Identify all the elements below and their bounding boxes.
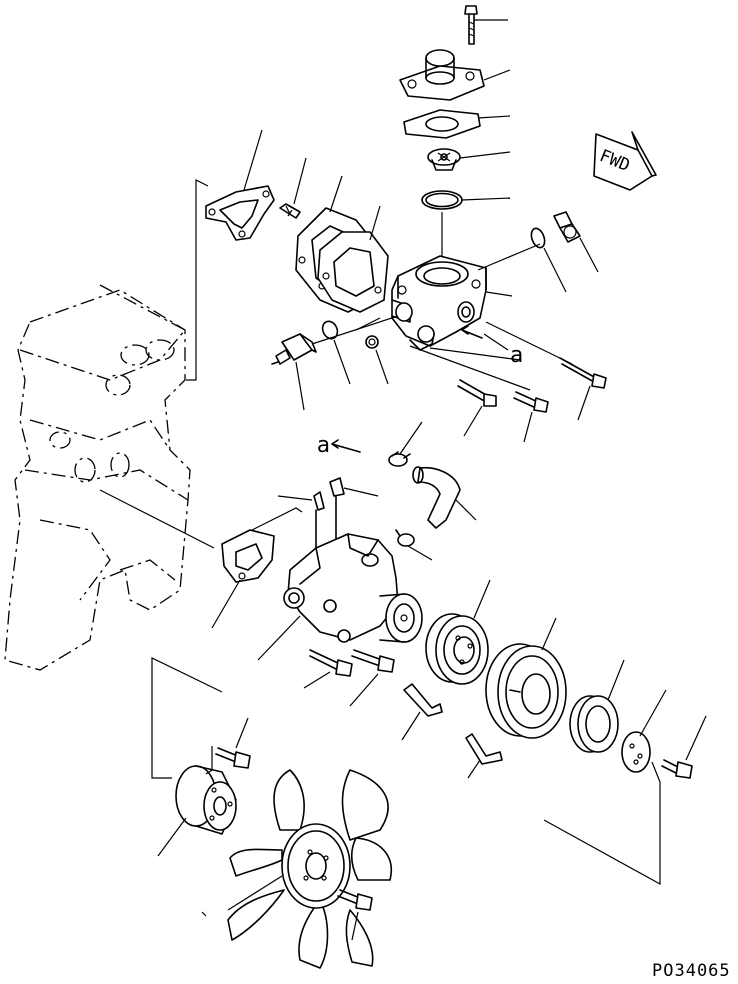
v-belt-front xyxy=(401,683,443,741)
sensor-washer xyxy=(321,320,351,385)
leader-stub xyxy=(201,911,207,917)
water-pump-gasket xyxy=(99,489,303,629)
spacer-bolt xyxy=(205,717,251,775)
pulley-washer-plate xyxy=(543,689,667,886)
thermostat-cover-bolt xyxy=(464,5,508,45)
water-temperature-sensor xyxy=(271,315,399,411)
thermostat xyxy=(427,148,511,171)
thermostat-o-ring xyxy=(421,190,511,258)
pulley-bolt xyxy=(661,715,707,779)
forward-direction-arrow: FWD xyxy=(593,131,657,191)
housing-bolt-medium xyxy=(457,379,497,437)
housing-gasket-front xyxy=(317,205,389,313)
reference-mark-upper: a xyxy=(510,343,523,368)
pump-bolt-right xyxy=(349,649,395,707)
thermostat-housing xyxy=(355,243,573,391)
reference-arrow xyxy=(331,439,361,453)
v-belt-rear xyxy=(465,733,503,779)
crank-seal xyxy=(569,659,625,753)
pump-bolt-left xyxy=(303,649,353,689)
crank-pulley xyxy=(485,617,567,739)
bypass-hose xyxy=(412,466,477,529)
plug-washer xyxy=(530,227,567,293)
drain-plug xyxy=(553,211,599,273)
reference-mark-lower: a xyxy=(317,433,330,458)
fan-bolt xyxy=(337,889,373,941)
hose-clamp-upper xyxy=(388,421,423,467)
water-outlet-cover xyxy=(399,49,511,101)
fan-spacer xyxy=(151,657,237,857)
thermostat-cover-gasket xyxy=(403,109,511,139)
gasket-bolt xyxy=(279,157,307,219)
cooling-fan xyxy=(227,769,393,969)
hose-clamp-lower xyxy=(395,529,433,561)
water-pump-body xyxy=(257,533,423,661)
housing-bolt-long xyxy=(559,357,607,421)
engine-block xyxy=(4,284,191,671)
plug-small xyxy=(365,335,389,385)
housing-bolt-short xyxy=(513,391,549,443)
exhaust-side-gasket xyxy=(186,129,275,381)
pump-pulley xyxy=(425,579,491,685)
drawing-number: PO34065 xyxy=(652,961,731,981)
